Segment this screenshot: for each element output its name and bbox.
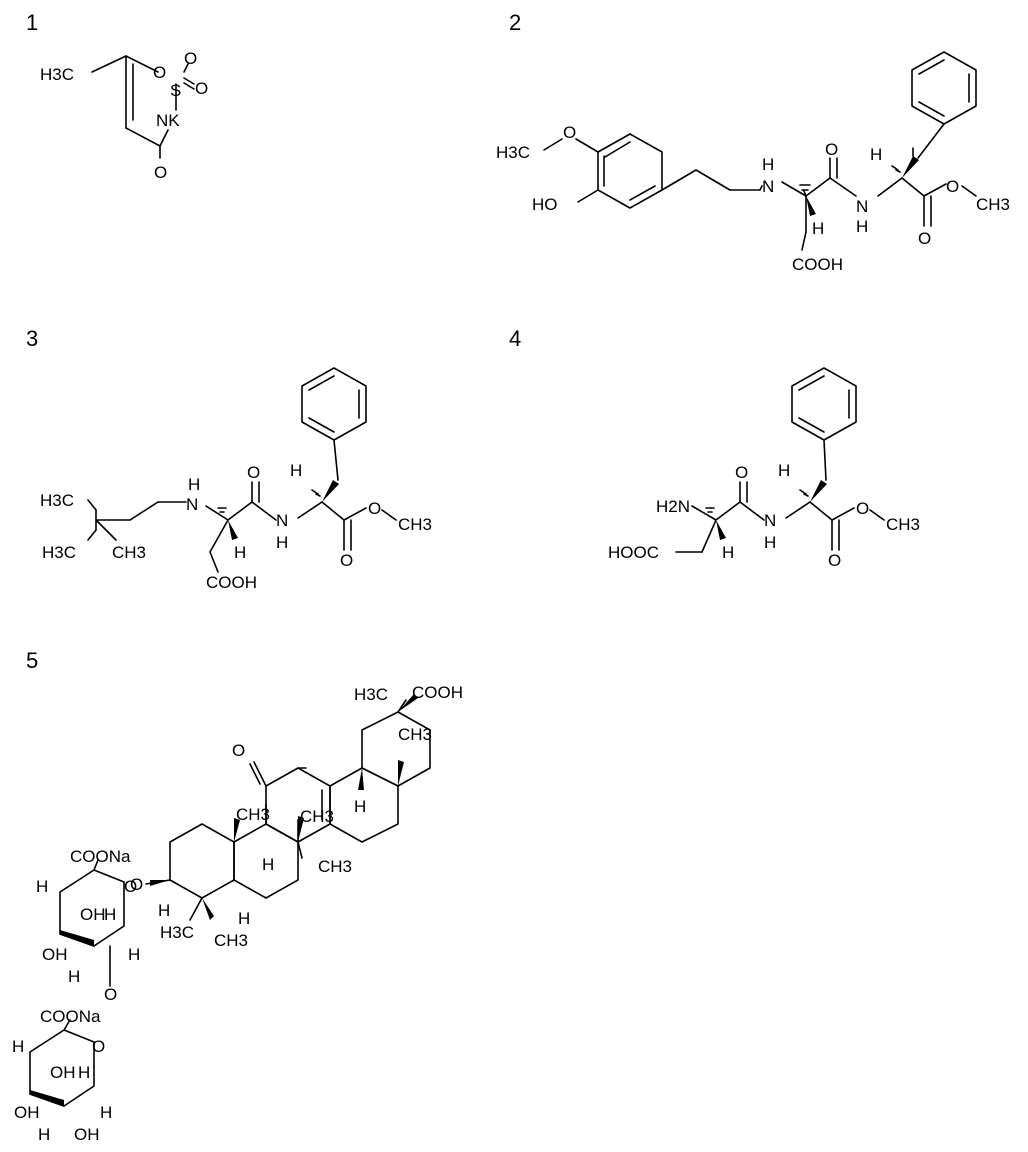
atom-label: CH3	[214, 931, 248, 950]
atom-label: H3C	[42, 543, 76, 562]
atom-label: OH	[80, 905, 106, 924]
atom-label: OH	[14, 1103, 40, 1122]
compound-number: 1	[26, 10, 38, 35]
compound-4-bonds	[675, 367, 885, 553]
atom-label: CH3	[398, 725, 432, 744]
compound-3-bonds	[87, 367, 397, 573]
atom-label: H2N	[656, 497, 690, 516]
atom-label: H	[764, 533, 776, 552]
atom-label: H	[68, 967, 80, 986]
atom-label: NK	[156, 111, 180, 130]
atom-label: CH3	[398, 515, 432, 534]
atom-label: O	[195, 79, 208, 98]
atom-label: N	[856, 197, 868, 216]
atom-label: CH3	[236, 805, 270, 824]
atom-label: H	[856, 217, 868, 236]
atom-label: N	[764, 511, 776, 530]
atom-label: H3C	[40, 491, 74, 510]
atom-label: H	[12, 1037, 24, 1056]
atom-label: H	[128, 945, 140, 964]
compound-number: 3	[26, 326, 38, 351]
compound-5-bonds	[29, 694, 431, 1107]
atom-label: O	[825, 140, 838, 159]
compound-3: 3	[26, 326, 432, 592]
atom-label: H	[870, 145, 882, 164]
compound-1-labels: H3C O S O O NK O	[40, 49, 208, 182]
atom-label: O	[735, 463, 748, 482]
compound-3-labels: H3C H3C CH3 H N O H N H O CH3 H O COOH	[40, 461, 432, 592]
atom-label: N	[276, 511, 288, 530]
atom-label: COONa	[40, 1007, 101, 1026]
atom-label: H	[78, 1063, 90, 1082]
compound-number: 5	[26, 648, 38, 673]
compound-2-labels: O H3C HO H N O H N H O CH3 H O COOH	[496, 123, 1010, 274]
atom-label: H3C	[354, 685, 388, 704]
atom-label: O	[946, 177, 959, 196]
atom-label: H	[762, 155, 774, 174]
compound-5-labels: H3C COOH CH3 O H CH3 CH3 H CH3 H H3C CH3…	[12, 683, 463, 1144]
atom-label: H3C	[160, 923, 194, 942]
atom-label: N	[762, 177, 774, 196]
atom-label: OH	[74, 1125, 100, 1144]
atom-label: O	[124, 877, 137, 896]
compound-1: 1 H3C O S O O NK O	[26, 10, 208, 182]
atom-label: H3C	[40, 65, 74, 84]
atom-label: H	[812, 219, 824, 238]
atom-label: O	[232, 741, 245, 760]
atom-label: H	[778, 461, 790, 480]
atom-label: O	[184, 49, 197, 68]
atom-label: S	[170, 81, 181, 100]
atom-label: H3C	[496, 143, 530, 162]
atom-label: O	[247, 463, 260, 482]
atom-label: OH	[42, 945, 68, 964]
atom-label: O	[154, 163, 167, 182]
atom-label: H	[238, 909, 250, 928]
atom-label: O	[153, 63, 166, 82]
atom-label: CH3	[112, 543, 146, 562]
compound-2-bonds	[543, 51, 977, 251]
atom-label: H	[234, 543, 246, 562]
atom-label: O	[828, 551, 841, 570]
atom-label: CH3	[886, 515, 920, 534]
compound-number: 2	[509, 10, 521, 35]
atom-label: H	[276, 533, 288, 552]
atom-label: H	[262, 855, 274, 874]
atom-label: O	[918, 229, 931, 248]
compound-5: 5	[12, 648, 463, 1144]
compound-4-labels: H2N HOOC H O N H H O CH3 O	[608, 461, 920, 570]
atom-label: O	[856, 499, 869, 518]
atom-label: COOH	[412, 683, 463, 702]
atom-label: CH3	[318, 857, 352, 876]
atom-label: CH3	[300, 807, 334, 826]
atom-label: H	[100, 1103, 112, 1122]
atom-label: HOOC	[608, 543, 659, 562]
compound-1-bonds	[91, 55, 195, 159]
atom-label: H	[188, 475, 200, 494]
compound-number: 4	[509, 326, 521, 351]
atom-label: N	[186, 495, 198, 514]
atom-label: H	[36, 877, 48, 896]
atom-label: H	[38, 1125, 50, 1144]
atom-label: H	[104, 905, 116, 924]
atom-label: CH3	[976, 195, 1010, 214]
atom-label: O	[104, 985, 117, 1004]
atom-label: O	[130, 875, 143, 894]
atom-label: O	[368, 499, 381, 518]
atom-label: O	[563, 123, 576, 142]
atom-label: H	[290, 461, 302, 480]
atom-label: HO	[532, 195, 558, 214]
atom-label: O	[92, 1037, 105, 1056]
atom-label: COONa	[70, 847, 131, 866]
atom-label: H	[158, 901, 170, 920]
atom-label: O	[340, 551, 353, 570]
atom-label: COOH	[792, 255, 843, 274]
atom-label: COOH	[206, 573, 257, 592]
atom-label: H	[722, 543, 734, 562]
compound-2: 2	[496, 10, 1010, 274]
atom-label: OH	[50, 1063, 76, 1082]
compound-4: 4 H2N	[509, 326, 920, 570]
atom-label: H	[354, 797, 366, 816]
